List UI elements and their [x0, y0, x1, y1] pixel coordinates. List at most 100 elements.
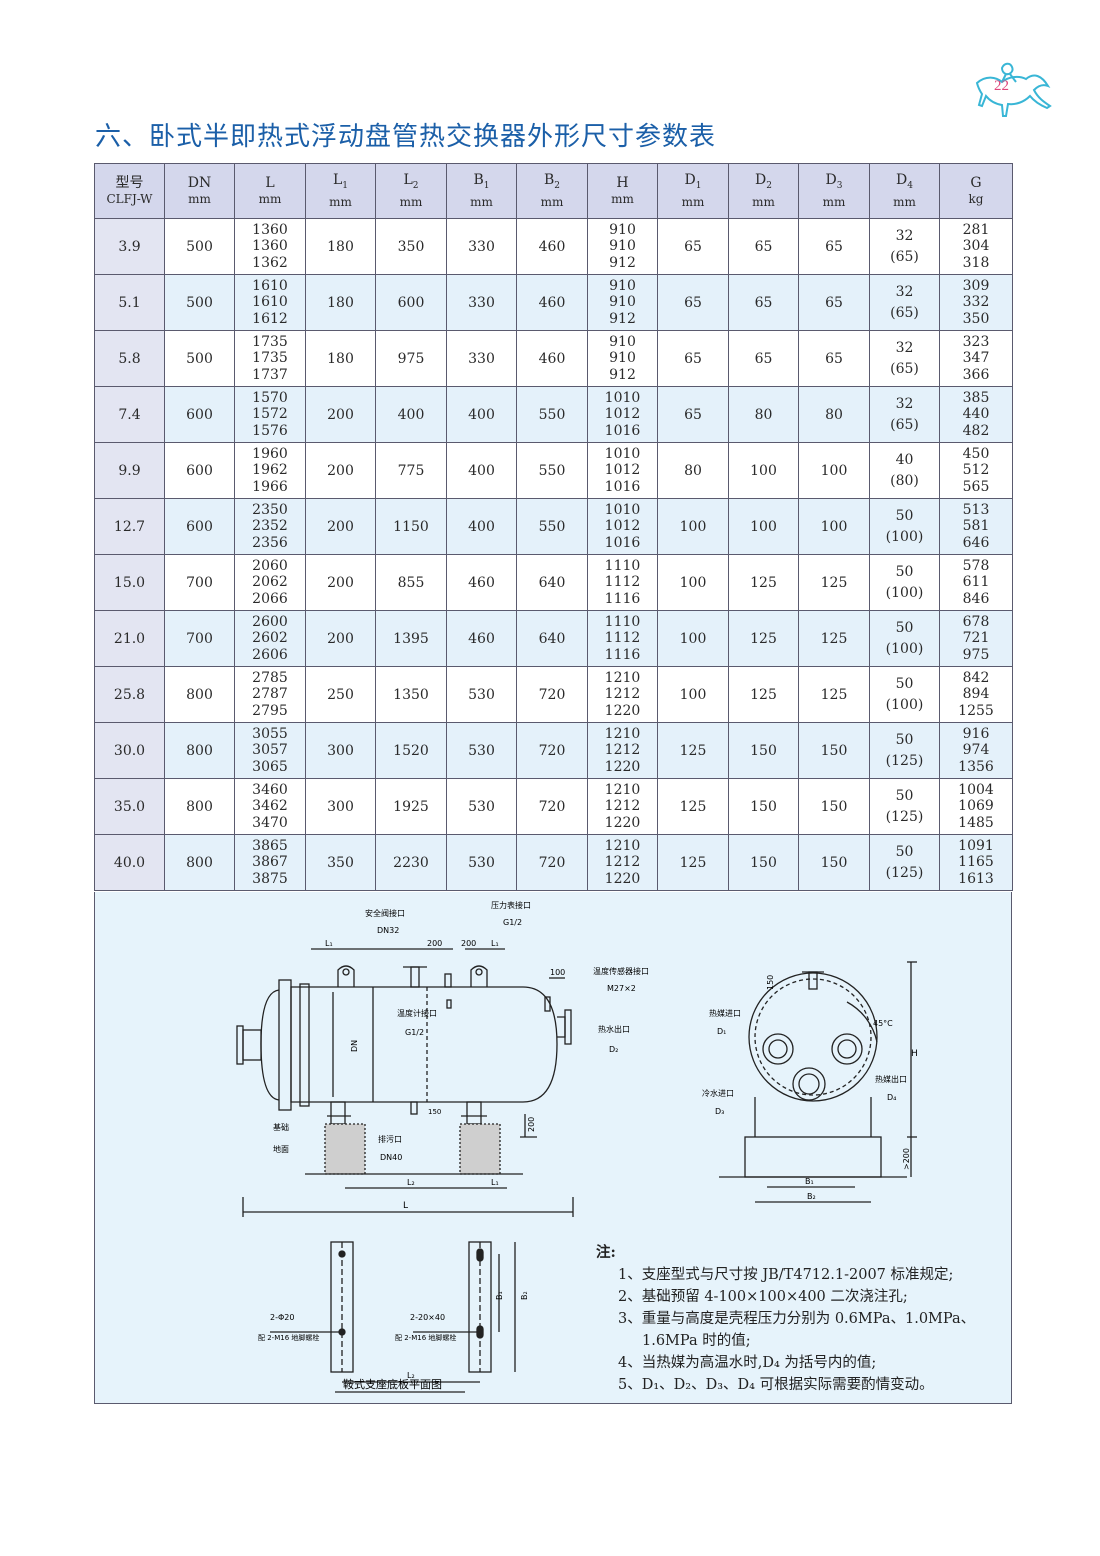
- cell-l2: 1150: [375, 498, 447, 555]
- cell-d4: 50(125): [869, 778, 940, 835]
- cell-value-line: 350: [962, 310, 990, 327]
- cell-l1: 200: [305, 610, 376, 667]
- cell-value-line: 512: [962, 462, 990, 479]
- notes-block: 注: 1、支座型式与尺寸按 JB/T4712.1-2007 标准规定; 2、基础…: [596, 1242, 975, 1396]
- cell-b1: 460: [446, 554, 517, 611]
- cell-d2: 150: [728, 722, 799, 779]
- cell-value-line: 323: [962, 333, 990, 350]
- cell-value-line: 2606: [252, 646, 288, 663]
- cell-value-line: 1362: [252, 254, 288, 271]
- column-header-subscript: 2: [554, 180, 561, 191]
- cell-value-line: 1212: [604, 798, 641, 815]
- column-header-subscript: 2: [766, 180, 772, 191]
- plan-title: 鞍式支座底板平面图: [343, 1377, 442, 1391]
- cell-d1: 100: [657, 554, 729, 611]
- label-l1-top-left: L₁: [325, 939, 333, 948]
- cell-d2: 150: [728, 834, 799, 891]
- cell-l1: 200: [305, 442, 376, 499]
- cell-value-line: (100): [885, 528, 924, 545]
- cell-d4: 32(65): [869, 330, 940, 387]
- cell-value-line: 1735: [252, 350, 288, 367]
- cell-value-line: 1966: [252, 478, 288, 495]
- cell-value-line: 332: [962, 294, 990, 311]
- cell-dn: 500: [164, 218, 235, 275]
- cell-b1: 400: [446, 498, 517, 555]
- label-foundation: 基础: [273, 1122, 289, 1132]
- cell-value-line: 32: [895, 339, 914, 356]
- cell-value-line: (80): [890, 472, 919, 489]
- label-dim-150-front: 150: [766, 975, 775, 990]
- cell-value-line: 910: [609, 221, 636, 238]
- cell-d4: 50(125): [869, 834, 940, 891]
- column-header-subscript: 1: [342, 180, 349, 191]
- cell-d2: 125: [728, 554, 799, 611]
- cell-d4: 40 (80): [869, 442, 940, 499]
- label-safety-valve-size: DN32: [377, 926, 399, 935]
- cell-b2: 550: [516, 386, 588, 443]
- cell-value-line: 1220: [604, 702, 641, 719]
- cell-d4: 50(100): [869, 610, 940, 667]
- label-l2-plan: L₂: [407, 1371, 415, 1380]
- cell-value-line: 1356: [958, 758, 994, 775]
- column-header-unit: mm: [258, 192, 282, 206]
- cell-value-line: 1010: [604, 445, 641, 462]
- cell-dn: 600: [164, 386, 235, 443]
- cell-value-line: 1612: [252, 310, 288, 327]
- label-safety-valve: 安全阀接口: [365, 908, 405, 918]
- column-header-label: D: [684, 172, 696, 189]
- cell-l2: 1925: [375, 778, 447, 835]
- cell-model: 21.0: [94, 610, 165, 667]
- cell-value-line: 1572: [252, 406, 288, 423]
- cell-value-line: 975: [962, 646, 990, 663]
- cell-model: 3.9: [94, 218, 165, 275]
- cell-value-line: 1210: [604, 725, 641, 742]
- label-dim-200-c: 200: [527, 1117, 536, 1132]
- cell-model: 30.0: [94, 722, 165, 779]
- column-header-subscript: 2: [412, 180, 419, 191]
- cell-d4: 32(65): [869, 386, 940, 443]
- cell-value-line: 1165: [958, 854, 994, 871]
- cell-value-line: 1610: [252, 294, 288, 311]
- cell-dn: 800: [164, 666, 235, 723]
- cell-value-line: 3460: [252, 781, 288, 798]
- cell-value-line: 40: [895, 451, 914, 468]
- cell-dn: 700: [164, 554, 235, 611]
- label-d3: D₃: [715, 1107, 724, 1116]
- label-slot-note: 2-20×40: [410, 1313, 445, 1322]
- cell-value-line: 50: [895, 787, 914, 804]
- cell-value-line: 1735: [252, 333, 288, 350]
- cell-value-line: 1212: [604, 742, 641, 759]
- cell-value-line: 1255: [958, 702, 994, 719]
- cell-value-line: 50: [895, 675, 914, 692]
- label-dn: DN: [350, 1040, 359, 1052]
- label-pressure-gauge-size: G1/2: [503, 918, 522, 927]
- cell-value-line: 366: [962, 366, 990, 383]
- cell-d2: 125: [728, 610, 799, 667]
- column-header-unit: mm: [540, 194, 564, 209]
- cell-value-line: 1110: [604, 613, 641, 630]
- cell-value-line: 3057: [252, 742, 288, 759]
- cell-b2: 460: [516, 274, 588, 331]
- cell-value-line: 440: [962, 406, 990, 423]
- label-ground: 地面: [273, 1144, 289, 1154]
- cell-value-line: 2787: [252, 686, 288, 703]
- note-item: 2、基础预留 4-100×100×400 二次浇注孔;: [618, 1289, 908, 1305]
- column-header-label: G: [970, 175, 982, 191]
- cell-value-line: (100): [885, 640, 924, 657]
- cell-l2: 975: [375, 330, 447, 387]
- cell-value-line: 2352: [252, 518, 288, 535]
- cell-value-line: 32: [895, 227, 914, 244]
- cell-l1: 180: [305, 274, 376, 331]
